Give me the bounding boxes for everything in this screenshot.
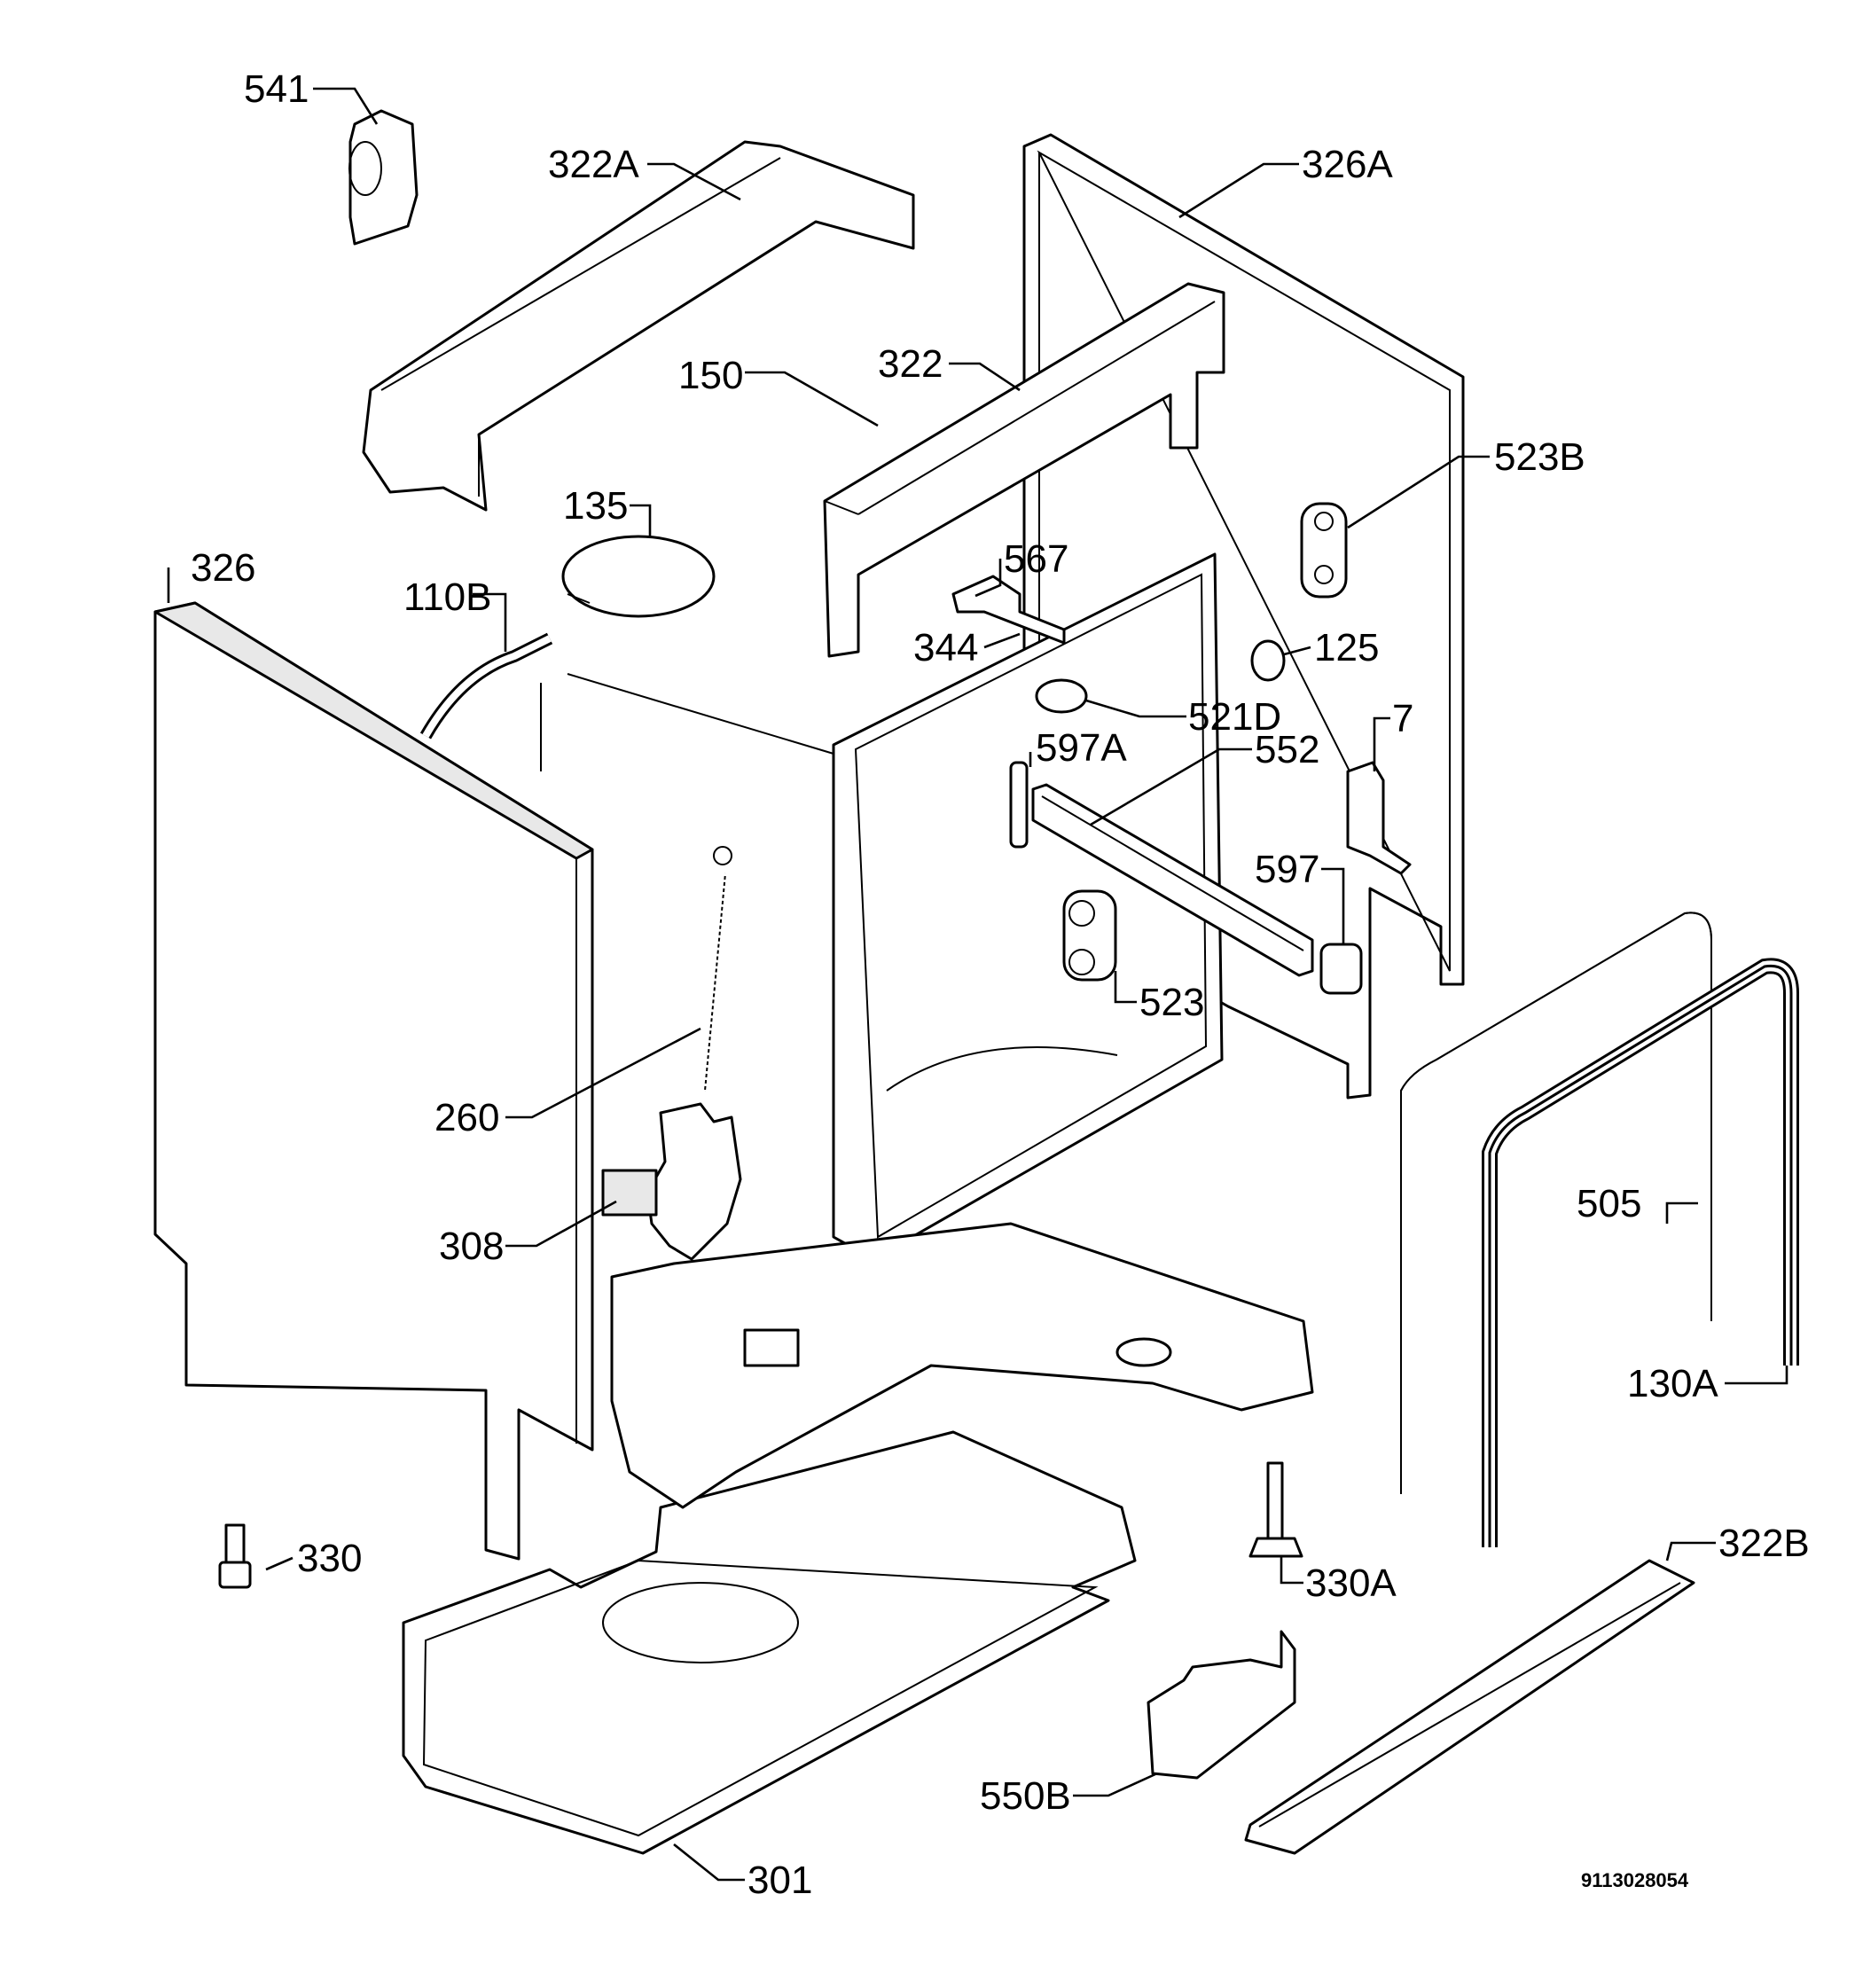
leader-lines — [167, 87, 1788, 1882]
dosing-135 — [561, 535, 716, 618]
clip-597 — [1319, 943, 1363, 995]
callout-135: 135 — [563, 484, 628, 528]
grommet-523b — [1300, 502, 1348, 599]
callout-110b: 110B — [403, 575, 492, 619]
spring-260 — [702, 846, 732, 1092]
callout-523b: 523B — [1494, 435, 1585, 479]
clip-597a — [1009, 761, 1029, 849]
callout-567: 567 — [1004, 537, 1068, 581]
callout-150: 150 — [678, 354, 743, 397]
callout-308: 308 — [439, 1225, 504, 1268]
drawing-code: 9113028054 — [1581, 1869, 1689, 1891]
callout-330: 330 — [297, 1537, 362, 1580]
side-panel-326 — [153, 601, 594, 1561]
callout-344: 344 — [913, 626, 978, 669]
callout-322b: 322B — [1718, 1522, 1810, 1565]
seal-505 — [1400, 912, 1712, 1494]
callout-125: 125 — [1314, 626, 1379, 669]
plug-125 — [1250, 639, 1286, 682]
callout-130a: 130A — [1627, 1362, 1718, 1405]
callout-7: 7 — [1392, 697, 1413, 740]
top-rail-322 — [823, 282, 1225, 658]
callout-552: 552 — [1255, 728, 1319, 771]
callout-550b: 550B — [980, 1774, 1071, 1818]
foot-330a — [1248, 1461, 1303, 1558]
base-tray-301 — [402, 1430, 1137, 1855]
callout-301: 301 — [747, 1859, 812, 1902]
bottom-rail-322b — [1244, 1559, 1695, 1855]
callout-326a: 326A — [1302, 143, 1393, 186]
tub-body — [567, 552, 1224, 1261]
seal-130a — [1482, 958, 1799, 1547]
hinge-308 — [601, 1102, 742, 1261]
hose-110b — [419, 632, 553, 771]
callout-labels: 541 322A 326A 150 322 523B 135 567 326 1… — [191, 67, 1810, 1902]
callout-597: 597 — [1255, 848, 1319, 891]
top-frame-322a — [362, 140, 915, 512]
foot-330 — [218, 1523, 252, 1589]
base-frame — [610, 1222, 1314, 1509]
callout-523: 523 — [1139, 981, 1204, 1024]
ring-521d — [1035, 678, 1088, 714]
callout-505: 505 — [1577, 1182, 1641, 1225]
grommet-523 — [1062, 889, 1117, 982]
rail-552 — [1031, 783, 1314, 977]
clip-550b — [1147, 1630, 1296, 1780]
callout-260: 260 — [434, 1096, 499, 1139]
callout-322: 322 — [878, 342, 943, 386]
callout-322a: 322A — [548, 143, 639, 186]
callout-326: 326 — [191, 546, 255, 590]
callout-541: 541 — [244, 67, 309, 111]
callout-330a: 330A — [1305, 1561, 1397, 1605]
callout-521d: 521D — [1188, 695, 1281, 739]
clip-541 — [348, 109, 419, 246]
lock-7 — [1346, 761, 1412, 875]
callout-597a: 597A — [1036, 726, 1127, 770]
